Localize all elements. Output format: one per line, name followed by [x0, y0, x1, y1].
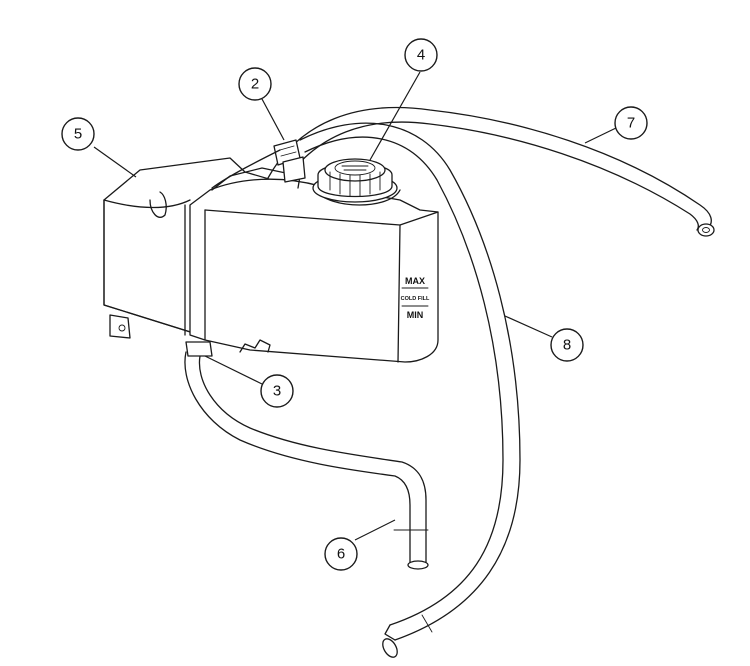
hose-clamp-2	[211, 139, 306, 189]
tank-level-markings: MAX COLD FILL MIN	[401, 276, 430, 320]
callout-5: 5	[61, 117, 95, 151]
callout-6: 6	[324, 537, 358, 571]
callout-3-label: 3	[273, 383, 281, 400]
callout-8-label: 8	[563, 337, 571, 354]
filler-cap	[312, 158, 398, 203]
hose-8	[299, 122, 521, 658]
callout-2: 2	[238, 67, 272, 101]
hose-6	[184, 351, 429, 570]
callout-4: 4	[404, 38, 438, 72]
reservoir-tank	[103, 157, 439, 363]
callout-8: 8	[550, 328, 584, 362]
callout-5-label: 5	[74, 126, 82, 143]
min-mark: MIN	[407, 310, 424, 320]
callout-2-label: 2	[251, 76, 259, 93]
callout-7: 7	[614, 106, 648, 140]
callout-3: 3	[260, 374, 294, 408]
max-mark: MAX	[405, 276, 425, 286]
leader-lines	[93, 71, 617, 541]
cold-fill-mark: COLD FILL	[401, 296, 430, 302]
callout-7-label: 7	[627, 115, 635, 132]
hose-7	[267, 106, 715, 237]
callout-4-label: 4	[417, 47, 425, 64]
callout-6-label: 6	[337, 546, 345, 563]
